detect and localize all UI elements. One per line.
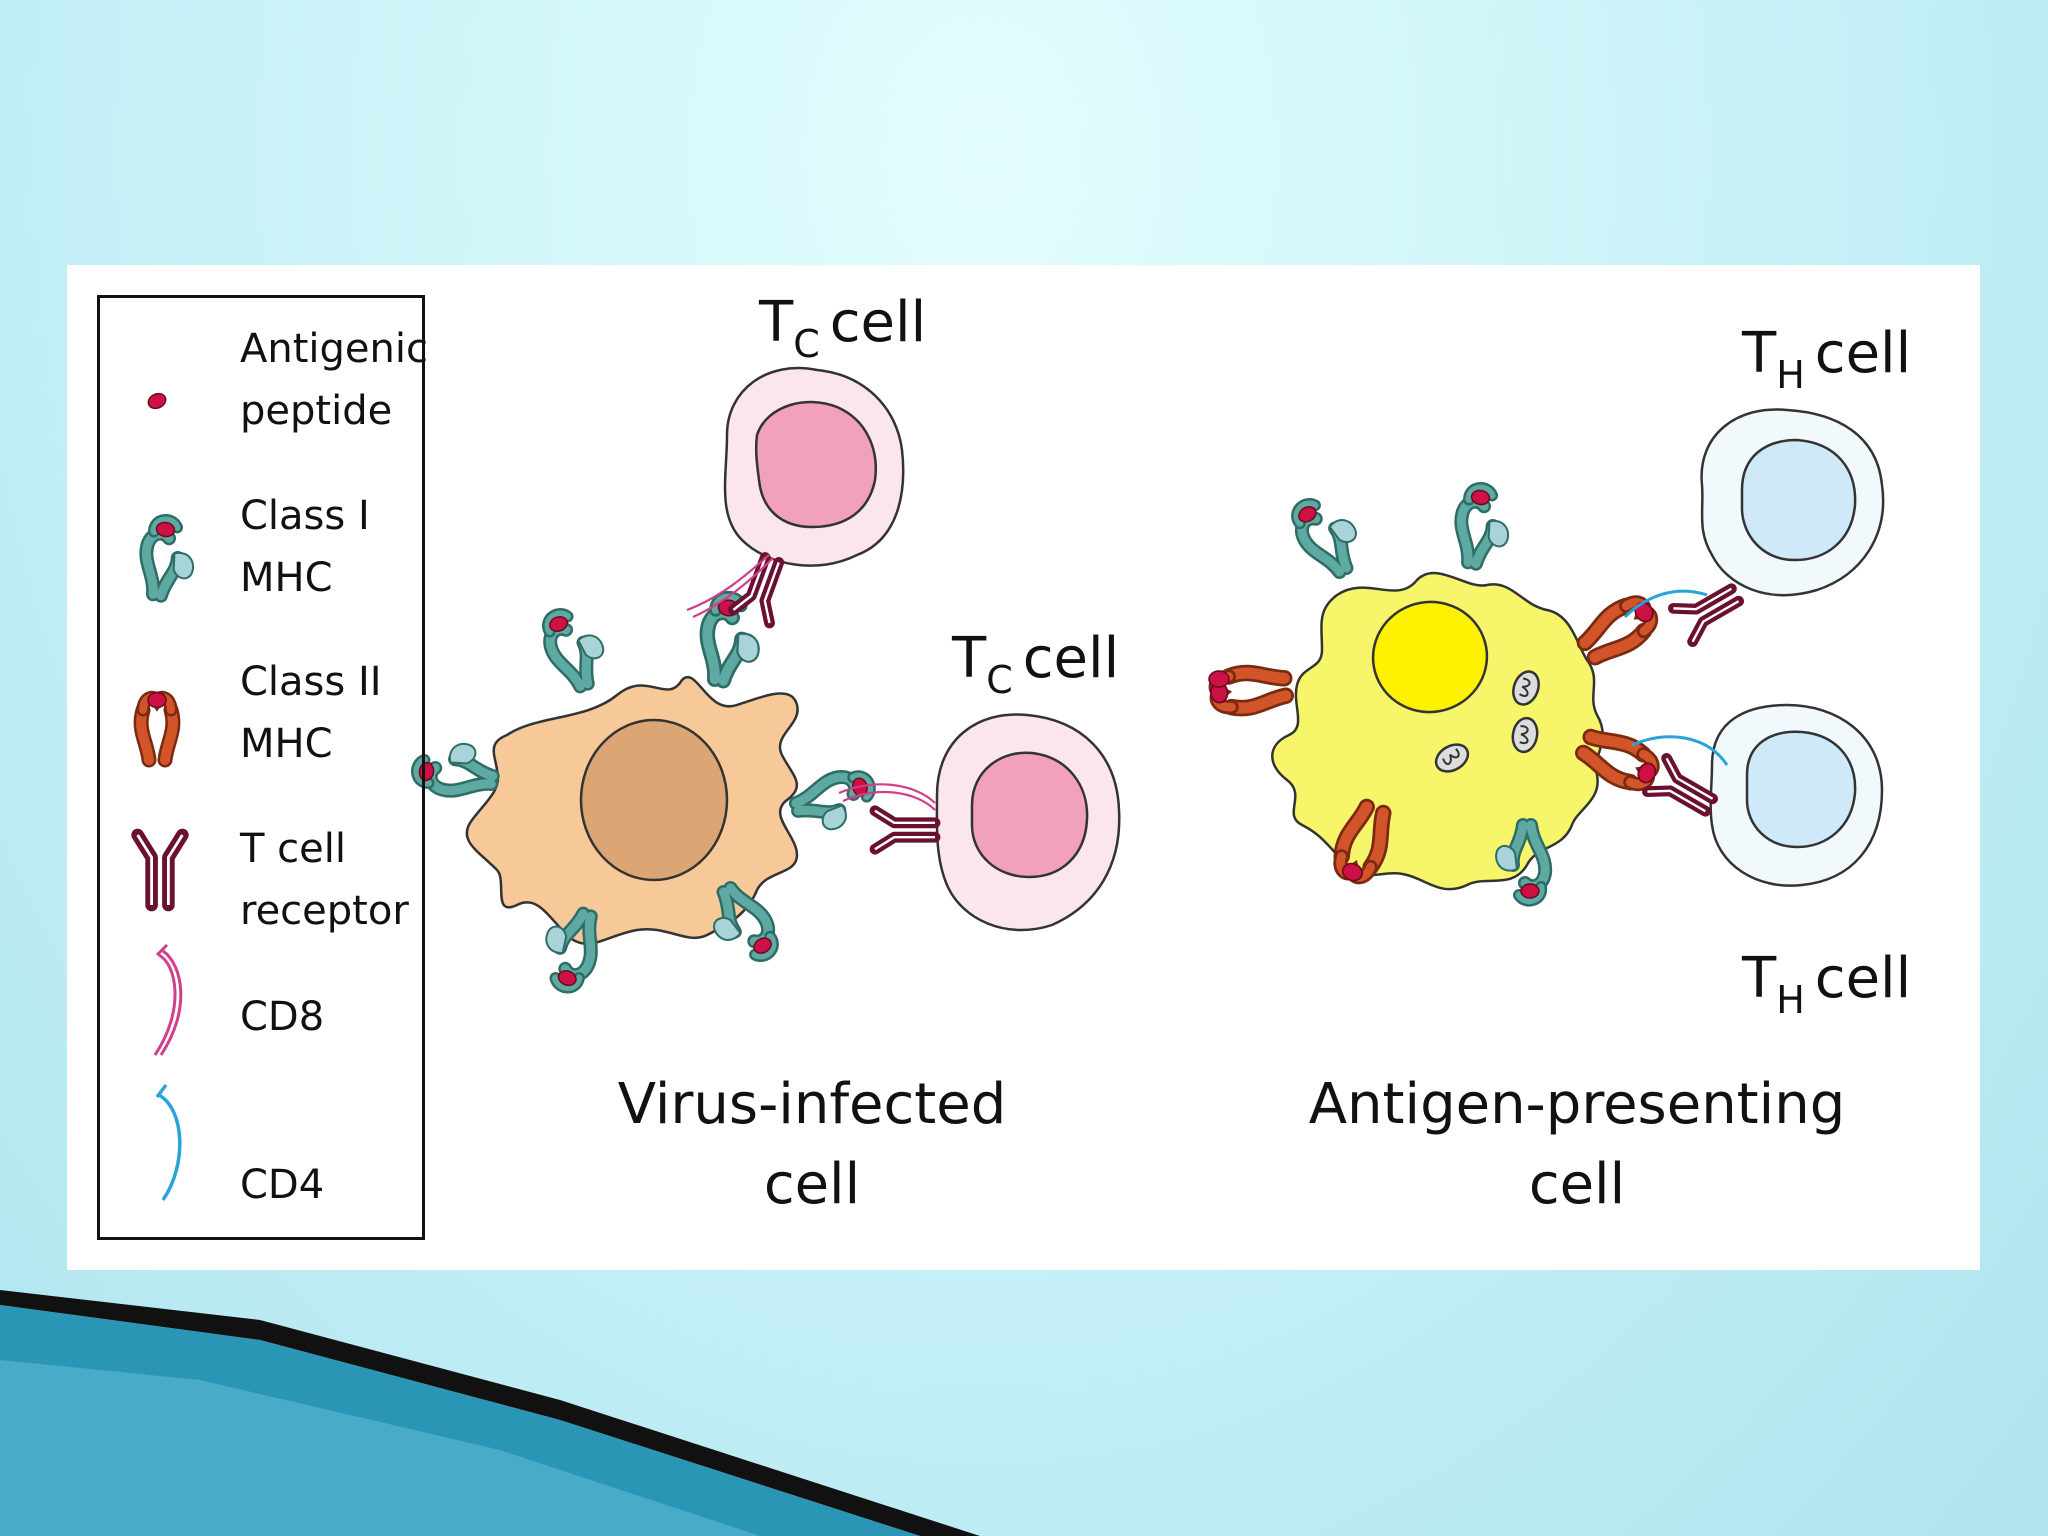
apc-nucleus [1371, 600, 1489, 714]
virus-caption-line1: Virus-infected [617, 1072, 1007, 1137]
legend-class-i-label-line2: MHC [240, 555, 333, 601]
corner-swoosh-dark [0, 1290, 980, 1536]
legend-cd8-label: CD8 [240, 994, 325, 1040]
apc-caption-line1: Antigen-presenting [1308, 1072, 1846, 1137]
legend-tcr-label-line1: T cell [240, 826, 346, 872]
apc-mhc-molecules [1209, 485, 1662, 900]
apc-caption-line2: cell [1528, 1152, 1626, 1217]
legend-tcr-label-line2: receptor [240, 888, 409, 934]
legend-cd4-icon [155, 1083, 182, 1201]
legend-peptide-label-line2: peptide [240, 388, 393, 434]
figure-panel: Antigenic peptide Class I MHC Class II M… [67, 265, 1980, 1270]
th-cell-lower [1631, 703, 1884, 887]
free-peptide [1208, 670, 1230, 688]
legend-class-i-label-line1: Class I [240, 493, 370, 539]
tc-cell-right [838, 713, 1121, 932]
virus-caption-line2: cell [763, 1152, 861, 1217]
tc-cell-upper [686, 366, 905, 623]
antigen-presenting-cell [1271, 571, 1604, 891]
apc-caption: Antigen-presenting cell [1287, 1065, 1867, 1225]
legend-class-ii-label-line1: Class II [240, 659, 382, 705]
legend-peptide-icon [147, 392, 167, 410]
virus-cell-nucleus [579, 718, 729, 882]
legend-peptide-label-line1: Antigenic [240, 326, 428, 372]
legend-class-ii-label-line2: MHC [240, 721, 333, 767]
th-cell-upper [1623, 408, 1885, 641]
corner-swoosh-light [0, 1360, 760, 1536]
legend: Antigenic peptide Class I MHC Class II M… [97, 295, 428, 1240]
immunology-diagram [67, 366, 1885, 1201]
legend-cd4-label: CD4 [240, 1162, 325, 1208]
legend-cd8-icon [153, 943, 183, 1056]
virus-infected-caption: Virus-infected cell [592, 1065, 1032, 1225]
